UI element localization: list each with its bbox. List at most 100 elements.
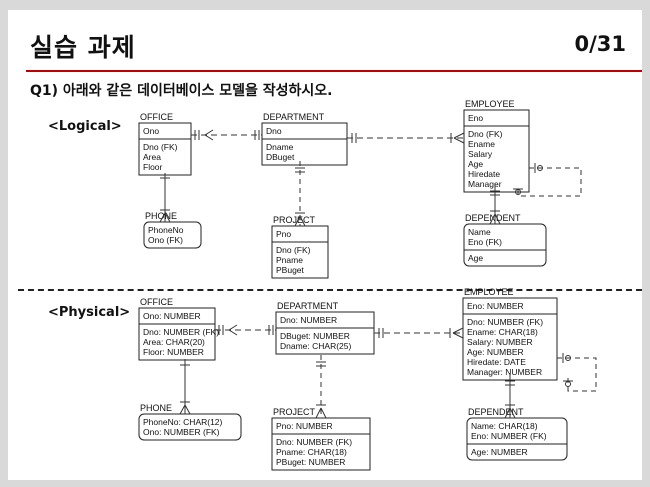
key-attribute: Eno — [468, 113, 483, 123]
entity-box — [143, 221, 202, 249]
key-attribute: PhoneNo: CHAR(12) — [143, 417, 223, 427]
key-attribute: Eno: NUMBER (FK) — [471, 431, 547, 441]
attribute: Manager: NUMBER — [467, 367, 542, 377]
entity-box — [463, 223, 547, 267]
slide: 실습 과제 0/31 Q1) 아래와 같은 데이터베이스 모델을 작성하시오. … — [8, 10, 642, 480]
rel-department-employee-logical — [347, 132, 465, 144]
key-attribute: PhoneNo — [148, 225, 184, 235]
key-attribute: Ono (FK) — [148, 235, 183, 245]
attribute: Hiredate — [468, 169, 500, 179]
entity-name: OFFICE — [140, 112, 173, 122]
key-attribute: Pno: NUMBER — [276, 421, 333, 431]
attribute: PBuget — [276, 265, 305, 275]
attribute: Manager — [468, 179, 502, 189]
attribute: Dno (FK) — [276, 245, 311, 255]
attribute: Floor: NUMBER — [143, 347, 204, 357]
physical-label: <Physical> — [48, 305, 131, 320]
rel-office-department-physical — [215, 324, 276, 336]
attribute: Age: NUMBER — [471, 447, 528, 457]
entity-name: DEPARTMENT — [263, 112, 325, 122]
entity-name: PROJECT — [273, 215, 316, 225]
slide-title: 실습 과제 — [30, 33, 136, 62]
attribute: Age: NUMBER — [467, 347, 524, 357]
key-attribute: Ono: NUMBER — [143, 311, 201, 321]
rel-department-project-logical — [294, 161, 306, 227]
attribute: Salary — [468, 149, 493, 159]
title-underline — [26, 70, 642, 72]
attribute: Salary: NUMBER — [467, 337, 533, 347]
attribute: Dno (FK) — [468, 129, 503, 139]
attribute: Age — [468, 253, 483, 263]
key-attribute: Name: CHAR(18) — [471, 421, 538, 431]
attribute: Dname — [266, 142, 294, 152]
key-attribute: Eno (FK) — [468, 237, 502, 247]
attribute: Dno (FK) — [143, 142, 178, 152]
physical-entity-employee: EMPLOYEE Eno: NUMBER Dno: NUMBER (FK)Ename… — [462, 287, 558, 381]
key-attribute: Ono — [143, 126, 159, 136]
rel-office-phone-physical — [179, 359, 191, 415]
physical-entity-dependent: DEPENDENT Name: CHAR(18)Eno: NUMBER (FK) A… — [466, 407, 568, 461]
key-attribute: Eno: NUMBER — [467, 301, 524, 311]
entity-name: PHONE — [145, 211, 177, 221]
entity-box — [261, 122, 348, 166]
attribute: Floor — [143, 162, 163, 172]
entity-name: EMPLOYEE — [464, 287, 514, 297]
section-divider — [18, 289, 642, 291]
entity-box — [462, 297, 558, 381]
attribute: Area — [143, 152, 161, 162]
entity-name: DEPENDENT — [468, 407, 524, 417]
physical-entity-project: PROJECT Pno: NUMBER Dno: NUMBER (FK)Pname:… — [271, 407, 371, 471]
entity-name: DEPARTMENT — [277, 301, 339, 311]
attribute: Ename — [468, 139, 495, 149]
page-number: 0/31 — [574, 32, 626, 56]
key-attribute: Dno — [266, 126, 282, 136]
entity-box — [271, 417, 371, 471]
physical-entity-department: DEPARTMENT Dno: NUMBER DBuget: NUMBERDname… — [275, 301, 375, 355]
rel-employee-manager-physical — [557, 353, 597, 392]
key-attribute: Ono: NUMBER (FK) — [143, 427, 220, 437]
entity-box — [463, 109, 530, 193]
rel-department-project-physical — [315, 355, 327, 419]
entity-box — [275, 311, 375, 355]
entity-name: PROJECT — [273, 407, 316, 417]
key-attribute: Pno — [276, 229, 291, 239]
attribute: Ename: CHAR(18) — [467, 327, 538, 337]
physical-entity-phone: PHONE PhoneNo: CHAR(12)Ono: NUMBER (FK) — [138, 403, 242, 441]
rel-employee-manager-logical — [513, 163, 582, 197]
attribute: Dno: NUMBER (FK) — [467, 317, 543, 327]
question-text: Q1) 아래와 같은 데이터베이스 모델을 작성하시오. — [30, 83, 333, 99]
entity-name: PHONE — [140, 403, 172, 413]
rel-office-phone-logical — [159, 173, 171, 223]
attribute: Age — [468, 159, 483, 169]
rel-office-department-logical — [191, 129, 262, 141]
entity-name: EMPLOYEE — [465, 99, 515, 109]
physical-entity-office: OFFICE Ono: NUMBER Dno: NUMBER (FK)Area: C… — [138, 297, 219, 361]
entity-box — [271, 225, 329, 279]
attribute: Dno: NUMBER (FK) — [143, 327, 219, 337]
entity-box — [138, 307, 216, 361]
logical-label: <Logical> — [48, 119, 122, 134]
attribute: Dname: CHAR(25) — [280, 341, 351, 351]
key-attribute: Dno: NUMBER — [280, 315, 337, 325]
key-attribute: Name — [468, 227, 491, 237]
rel-department-employee-physical — [374, 327, 464, 339]
rel-employee-dependent-logical — [489, 183, 501, 225]
entity-box — [138, 122, 192, 176]
attribute: Hiredate: DATE — [467, 357, 526, 367]
attribute: DBuget: NUMBER — [280, 331, 350, 341]
attribute: Area: CHAR(20) — [143, 337, 205, 347]
attribute: DBuget — [266, 152, 295, 162]
attribute: Dno: NUMBER (FK) — [276, 437, 352, 447]
entity-name: OFFICE — [140, 297, 173, 307]
attribute: Pname — [276, 255, 303, 265]
attribute: PBuget: NUMBER — [276, 457, 345, 467]
entity-box — [466, 417, 568, 461]
attribute: Pname: CHAR(18) — [276, 447, 347, 457]
